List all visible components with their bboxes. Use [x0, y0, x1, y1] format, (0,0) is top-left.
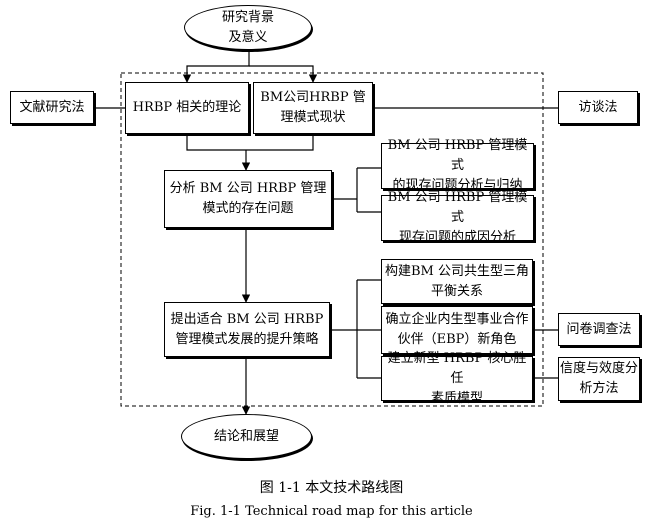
causes-analysis-node: BM 公司 HRBP 管理模式 现存问题的成因分析	[381, 190, 534, 245]
conclusion-label: 结论和展望	[213, 428, 279, 444]
questionnaire-method-node: 问卷调查法	[558, 313, 640, 346]
problems-summary-label: BM 公司 HRBP 管理模式 的现存问题分析与归纳	[387, 138, 528, 193]
ebp-role-label: 确立企业内生型事业合作 伙伴（EBP）新角色	[385, 312, 529, 347]
conclusion-node: 结论和展望	[181, 414, 312, 459]
caption-en: Fig. 1-1 Technical road map for this art…	[190, 504, 473, 519]
reliability-method-node: 信度与效度分 析方法	[558, 357, 640, 401]
arrow-top-to-analyze	[186, 134, 314, 170]
causes-analysis-label: BM 公司 HRBP 管理模式 现存问题的成因分析	[387, 190, 528, 245]
literature-method-label: 文献研究法	[19, 99, 85, 115]
dashed-frame	[120, 72, 544, 407]
ebp-role-node: 确立企业内生型事业合作 伙伴（EBP）新角色	[381, 306, 533, 354]
background-node: 研究背景 及意义	[184, 5, 312, 50]
literature-method-node: 文献研究法	[10, 91, 94, 124]
reliability-method-label: 信度与效度分 析方法	[559, 361, 638, 396]
hrbp-theory-node: HRBP 相关的理论	[125, 82, 249, 134]
problems-summary-node: BM 公司 HRBP 管理模式 的现存问题分析与归纳	[381, 138, 534, 193]
bm-status-node: BM公司HRBP 管 理模式现状	[253, 82, 373, 134]
interview-method-node: 访谈法	[558, 91, 638, 124]
analyze-problems-node: 分析 BM 公司 HRBP 管理 模式的存在问题	[164, 170, 332, 228]
interview-method-label: 访谈法	[578, 99, 618, 115]
analyze-problems-label: 分析 BM 公司 HRBP 管理 模式的存在问题	[169, 181, 327, 216]
competency-model-label: 建立新型 HRBP 核心胜任 素质模型	[387, 350, 527, 406]
symbiotic-triangle-node: 构建BM 公司共生型三角 平衡关系	[381, 259, 533, 304]
symbiotic-triangle-label: 构建BM 公司共生型三角 平衡关系	[385, 263, 529, 299]
caption-zh: 图 1-1 本文技术路线图	[259, 480, 404, 496]
strategies-label: 提出适合 BM 公司 HRBP 管理模式发展的提升策略	[170, 311, 324, 347]
hrbp-theory-label: HRBP 相关的理论	[132, 100, 242, 115]
questionnaire-method-label: 问卷调查法	[566, 321, 632, 337]
background-label: 研究背景 及意义	[221, 9, 274, 45]
strategies-node: 提出适合 BM 公司 HRBP 管理模式发展的提升策略	[164, 302, 330, 357]
arrow-background-to-theory	[182, 50, 250, 83]
arrow-background-to-status	[249, 65, 318, 83]
bm-status-label: BM公司HRBP 管 理模式现状	[260, 90, 366, 125]
competency-model-node: 建立新型 HRBP 核心胜任 素质模型	[381, 351, 533, 406]
